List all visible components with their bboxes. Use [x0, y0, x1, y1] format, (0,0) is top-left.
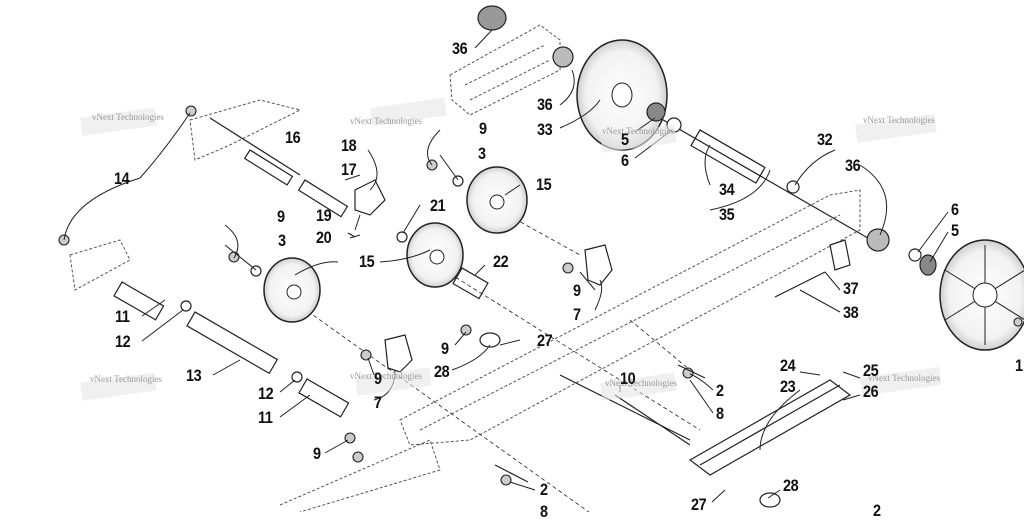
callout-label: 14 [114, 169, 130, 188]
watermark-7: vNext Technologies [868, 373, 940, 383]
callout-label: 11 [258, 408, 273, 427]
idler-wheel-15-mid [406, 222, 464, 288]
callout-label: 2 [873, 501, 881, 520]
callout-label: 9 [479, 119, 487, 138]
callout-label: 5 [951, 221, 959, 240]
callout-label: 23 [780, 377, 796, 396]
callout-label: 2 [540, 480, 548, 499]
idler-wheel-large-right [939, 239, 1024, 351]
callout-label: 13 [186, 366, 202, 385]
idler-wheel-15-left [263, 257, 321, 323]
watermark-8: vNext Technologies [602, 126, 674, 136]
callout-label: 36 [537, 95, 553, 114]
callout-label: 12 [115, 332, 131, 351]
callout-label: 33 [537, 120, 553, 139]
callout-label: 6 [621, 151, 629, 170]
callout-label: 8 [716, 404, 724, 423]
watermark-4: vNext Technologies [90, 374, 162, 384]
callout-label: 1 [1015, 356, 1023, 375]
callout-label: 19 [316, 206, 332, 225]
callout-label: 7 [573, 305, 581, 324]
callout-label: 15 [536, 175, 552, 194]
shaft-group [113, 94, 881, 512]
slide-rail-main [279, 189, 861, 512]
callout-label: 10 [620, 369, 636, 388]
callout-label: 11 [115, 307, 130, 326]
slide-rail-top [449, 24, 561, 116]
callout-label: 35 [719, 205, 735, 224]
callout-label: 34 [719, 180, 735, 199]
callout-label: 25 [863, 361, 879, 380]
callout-label: 22 [493, 252, 509, 271]
callout-label: 21 [430, 196, 446, 215]
callout-label: 16 [285, 128, 301, 147]
callout-label: 3 [278, 231, 286, 250]
hub-bearings [477, 5, 937, 276]
callout-label: 28 [783, 476, 799, 495]
callout-label: 2 [716, 381, 724, 400]
callout-label: 24 [780, 356, 796, 375]
washers [180, 117, 922, 508]
callout-label: 9 [573, 281, 581, 300]
brackets [354, 179, 851, 373]
callout-label: 38 [843, 303, 859, 322]
nuts [58, 105, 1023, 486]
callout-label: 36 [452, 39, 468, 58]
slide-rail-upper-left [69, 99, 302, 291]
callout-label: 36 [845, 156, 861, 175]
watermark-bg [80, 97, 942, 401]
callout-label: 17 [341, 160, 357, 179]
watermark-6: vNext Technologies [605, 378, 677, 388]
watermark-3: vNext Technologies [863, 115, 935, 125]
callout-label: 12 [258, 384, 274, 403]
watermark-1: vNext Technologies [92, 112, 164, 122]
callout-label: 9 [313, 444, 321, 463]
callout-label: 32 [817, 130, 833, 149]
callout-label: 9 [441, 339, 449, 358]
callout-label: 15 [359, 252, 375, 271]
idler-wheel-15-top [466, 166, 528, 234]
callout-label: 27 [537, 331, 553, 350]
callout-label: 27 [691, 495, 707, 514]
callout-label: 9 [277, 207, 285, 226]
callout-label: 28 [434, 362, 450, 381]
callout-label: 37 [843, 279, 859, 298]
callout-label: 3 [478, 144, 486, 163]
callout-label: 5 [621, 130, 629, 149]
callout-label: 26 [863, 382, 879, 401]
callout-label: 7 [374, 393, 382, 412]
callout-label: 6 [951, 200, 959, 219]
callout-label: 9 [374, 369, 382, 388]
callout-label: 18 [341, 136, 357, 155]
callout-label: 20 [316, 228, 332, 247]
watermark-5: vNext Technologies [350, 371, 422, 381]
watermark-2: vNext Technologies [350, 116, 422, 126]
